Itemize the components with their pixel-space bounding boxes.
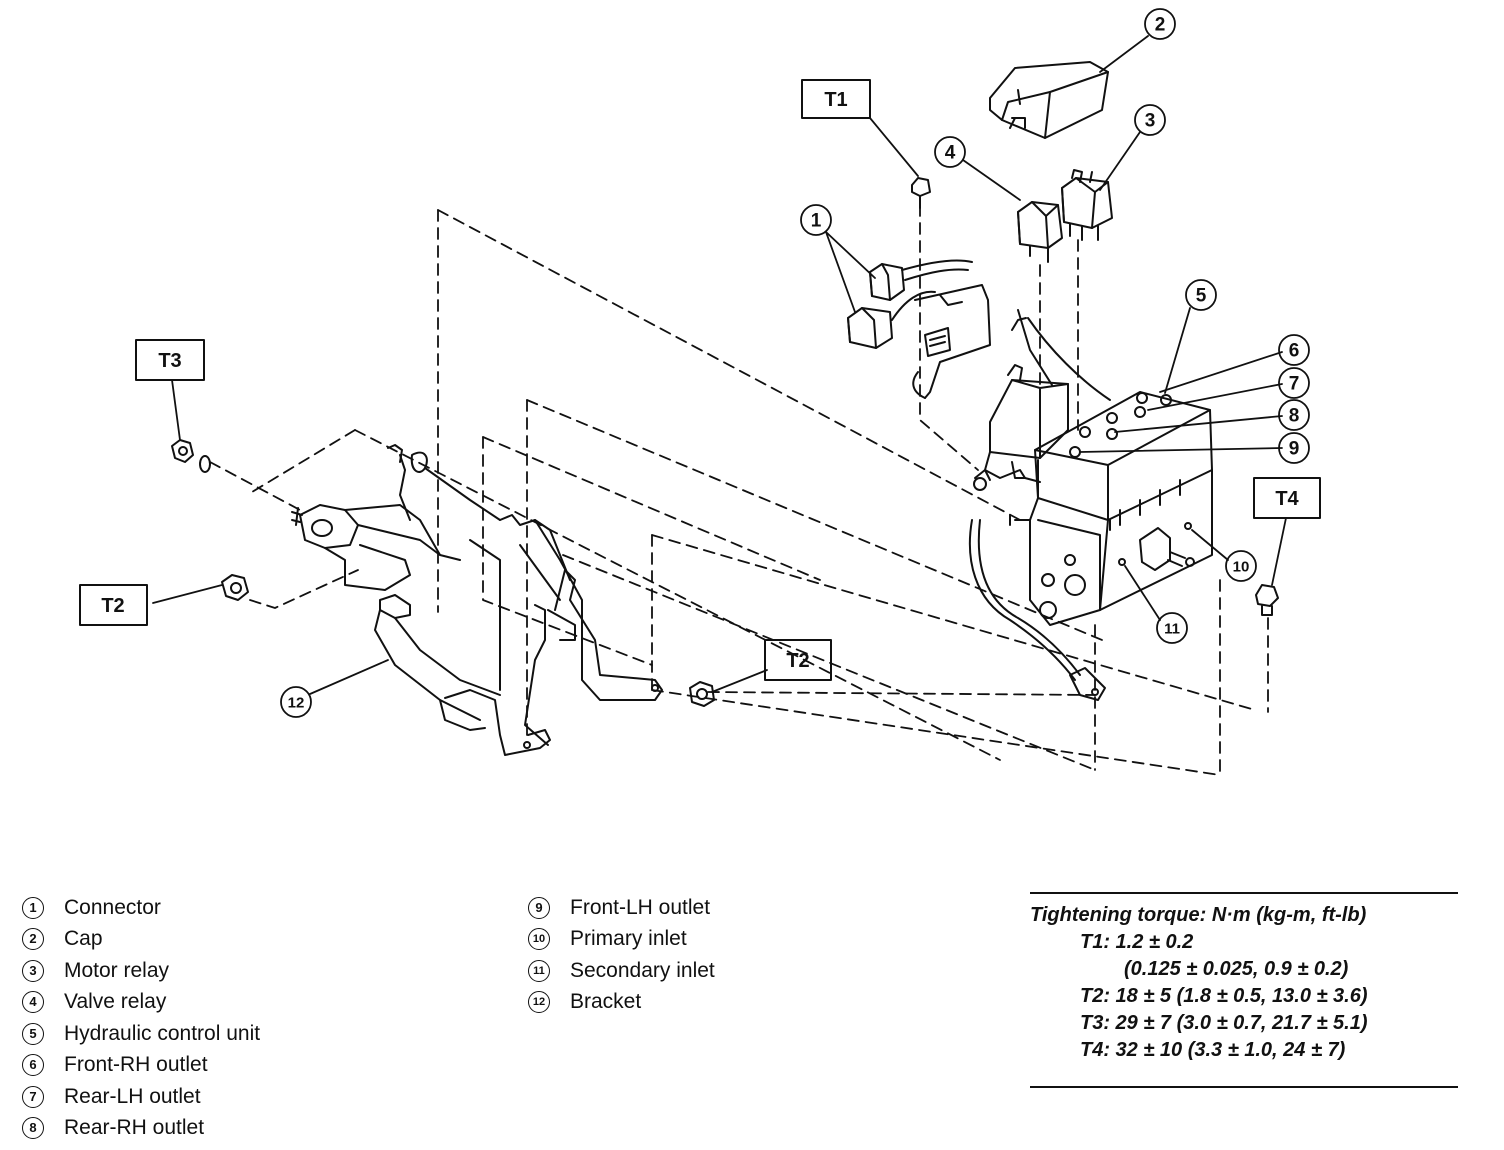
legend-label: Connector xyxy=(64,895,161,919)
callout-5-circle xyxy=(1185,279,1217,311)
legend-label: Bracket xyxy=(570,990,642,1014)
bracket-part xyxy=(291,444,663,756)
torque-box-t1 xyxy=(801,79,871,119)
torque-boxes xyxy=(79,79,1321,681)
legend-item: 11 Secondary inlet xyxy=(528,955,715,987)
legend-item: 4 Valve relay xyxy=(22,987,260,1019)
torque-box-t3-label: T3 xyxy=(158,350,181,372)
assembly-dashed-lines xyxy=(209,204,1269,776)
legend-label: Front-LH outlet xyxy=(570,895,711,919)
callout-11-circle xyxy=(1156,612,1188,644)
torque-spec-table: Tightening torque: N·m (kg-m, ft-lb) T1:… xyxy=(1030,892,1458,1088)
torque-t1-line2: (0.125 ± 0.025, 0.9 ± 0.2) xyxy=(1124,958,1349,980)
leader-lines xyxy=(152,35,1287,695)
hydraulic-control-unit-part xyxy=(968,309,1213,701)
callout-4-circle xyxy=(934,136,966,168)
legend-item: 7 Rear-LH outlet xyxy=(22,1081,260,1113)
legend-number: 5 xyxy=(22,1022,44,1045)
legend-number: 6 xyxy=(22,1054,44,1077)
legend-label: Rear-RH outlet xyxy=(64,1116,205,1140)
torque-t3-line: T3: 29 ± 7 (3.0 ± 0.7, 21.7 ± 5.1) xyxy=(1080,1012,1368,1034)
legend-label: Secondary inlet xyxy=(570,958,715,982)
parts-legend-left: 1 Connector 2 Cap 3 Motor relay 4 Valve rela… xyxy=(22,892,260,1144)
bolt-t4-part xyxy=(1255,584,1279,616)
callout-7-label: 7 xyxy=(1289,374,1300,395)
legend-number: 12 xyxy=(528,991,550,1014)
exploded-assembly-diagram: 1 2 3 4 5 6 7 8 9 10 11 12 T1 T3 T2 T2 T… xyxy=(79,8,1321,776)
torque-box-t2-left-label: T2 xyxy=(101,595,124,617)
torque-box-t4-label: T4 xyxy=(1275,488,1299,510)
callout-10-label: 10 xyxy=(1233,559,1250,576)
torque-box-t4 xyxy=(1253,477,1321,519)
callout-3-circle xyxy=(1134,104,1166,136)
valve-relay-part xyxy=(1017,201,1063,263)
torque-box-t2-left xyxy=(79,584,148,626)
callout-1-label: 1 xyxy=(811,211,822,232)
legend-number: 10 xyxy=(528,928,550,951)
callout-circles xyxy=(280,8,1310,718)
legend-label: Primary inlet xyxy=(570,927,687,951)
legend-item: 8 Rear-RH outlet xyxy=(22,1113,260,1145)
legend-item: 10 Primary inlet xyxy=(528,924,715,956)
legend-label: Motor relay xyxy=(64,958,170,982)
callout-6-circle xyxy=(1278,334,1310,366)
callout-12-label: 12 xyxy=(288,695,305,712)
legend-number: 3 xyxy=(22,959,44,982)
torque-table-title: Tightening torque: N·m (kg-m, ft-lb) xyxy=(1030,904,1367,926)
callout-1-circle xyxy=(800,204,832,236)
cap-part xyxy=(989,61,1109,139)
torque-box-t3 xyxy=(135,339,205,381)
callout-9-label: 9 xyxy=(1289,439,1300,460)
legend-item: 1 Connector xyxy=(22,892,260,924)
legend-item: 6 Front-RH outlet xyxy=(22,1050,260,1082)
legend-label: Cap xyxy=(64,927,103,951)
legend-number: 8 xyxy=(22,1117,44,1140)
callout-7-circle xyxy=(1278,367,1310,399)
legend-number: 4 xyxy=(22,991,44,1014)
callout-2-label: 2 xyxy=(1155,15,1166,36)
parts-legend-right: 9 Front-LH outlet 10 Primary inlet 11 Secon… xyxy=(528,892,715,1018)
torque-t1-line1: T1: 1.2 ± 0.2 xyxy=(1080,931,1194,953)
legend-label: Hydraulic control unit xyxy=(64,1021,261,1045)
legend-item: 5 Hydraulic control unit xyxy=(22,1018,260,1050)
callout-4-label: 4 xyxy=(945,143,956,164)
legend-item: 2 Cap xyxy=(22,924,260,956)
torque-box-t1-label: T1 xyxy=(824,89,847,111)
callout-8-label: 8 xyxy=(1289,406,1300,427)
callout-11-label: 11 xyxy=(1164,621,1180,638)
legend-number: 11 xyxy=(528,959,550,982)
callout-3-label: 3 xyxy=(1145,111,1156,132)
legend-label: Rear-LH outlet xyxy=(64,1084,201,1108)
nut-t3-part xyxy=(171,439,211,473)
callout-12-circle xyxy=(280,686,312,718)
torque-box-t2-right-label: T2 xyxy=(786,650,809,672)
nut-t2-right-part xyxy=(689,681,715,707)
legend-number: 2 xyxy=(22,928,44,951)
callout-10-circle xyxy=(1225,550,1257,582)
nut-t2-left-part xyxy=(221,574,249,601)
callout-6-label: 6 xyxy=(1289,341,1300,362)
callout-8-circle xyxy=(1278,399,1310,431)
screw-t1-part xyxy=(911,177,931,209)
legend-number: 7 xyxy=(22,1085,44,1108)
legend-item: 12 Bracket xyxy=(528,987,715,1019)
callout-9-circle xyxy=(1278,432,1310,464)
legend-item: 3 Motor relay xyxy=(22,955,260,987)
callout-2-circle xyxy=(1144,8,1176,40)
callout-5-label: 5 xyxy=(1196,286,1207,307)
torque-box-t2-right xyxy=(764,639,832,681)
legend-label: Valve relay xyxy=(64,990,167,1014)
legend-label: Front-RH outlet xyxy=(64,1053,208,1077)
legend-number: 1 xyxy=(22,896,44,919)
torque-t4-line: T4: 32 ± 10 (3.3 ± 1.0, 24 ± 7) xyxy=(1080,1039,1346,1061)
torque-t2-line: T2: 18 ± 5 (1.8 ± 0.5, 13.0 ± 3.6) xyxy=(1080,985,1368,1007)
legend-item: 9 Front-LH outlet xyxy=(528,892,715,924)
motor-relay-part xyxy=(1061,169,1113,241)
legend-number: 9 xyxy=(528,896,550,919)
connector-part xyxy=(847,259,991,399)
